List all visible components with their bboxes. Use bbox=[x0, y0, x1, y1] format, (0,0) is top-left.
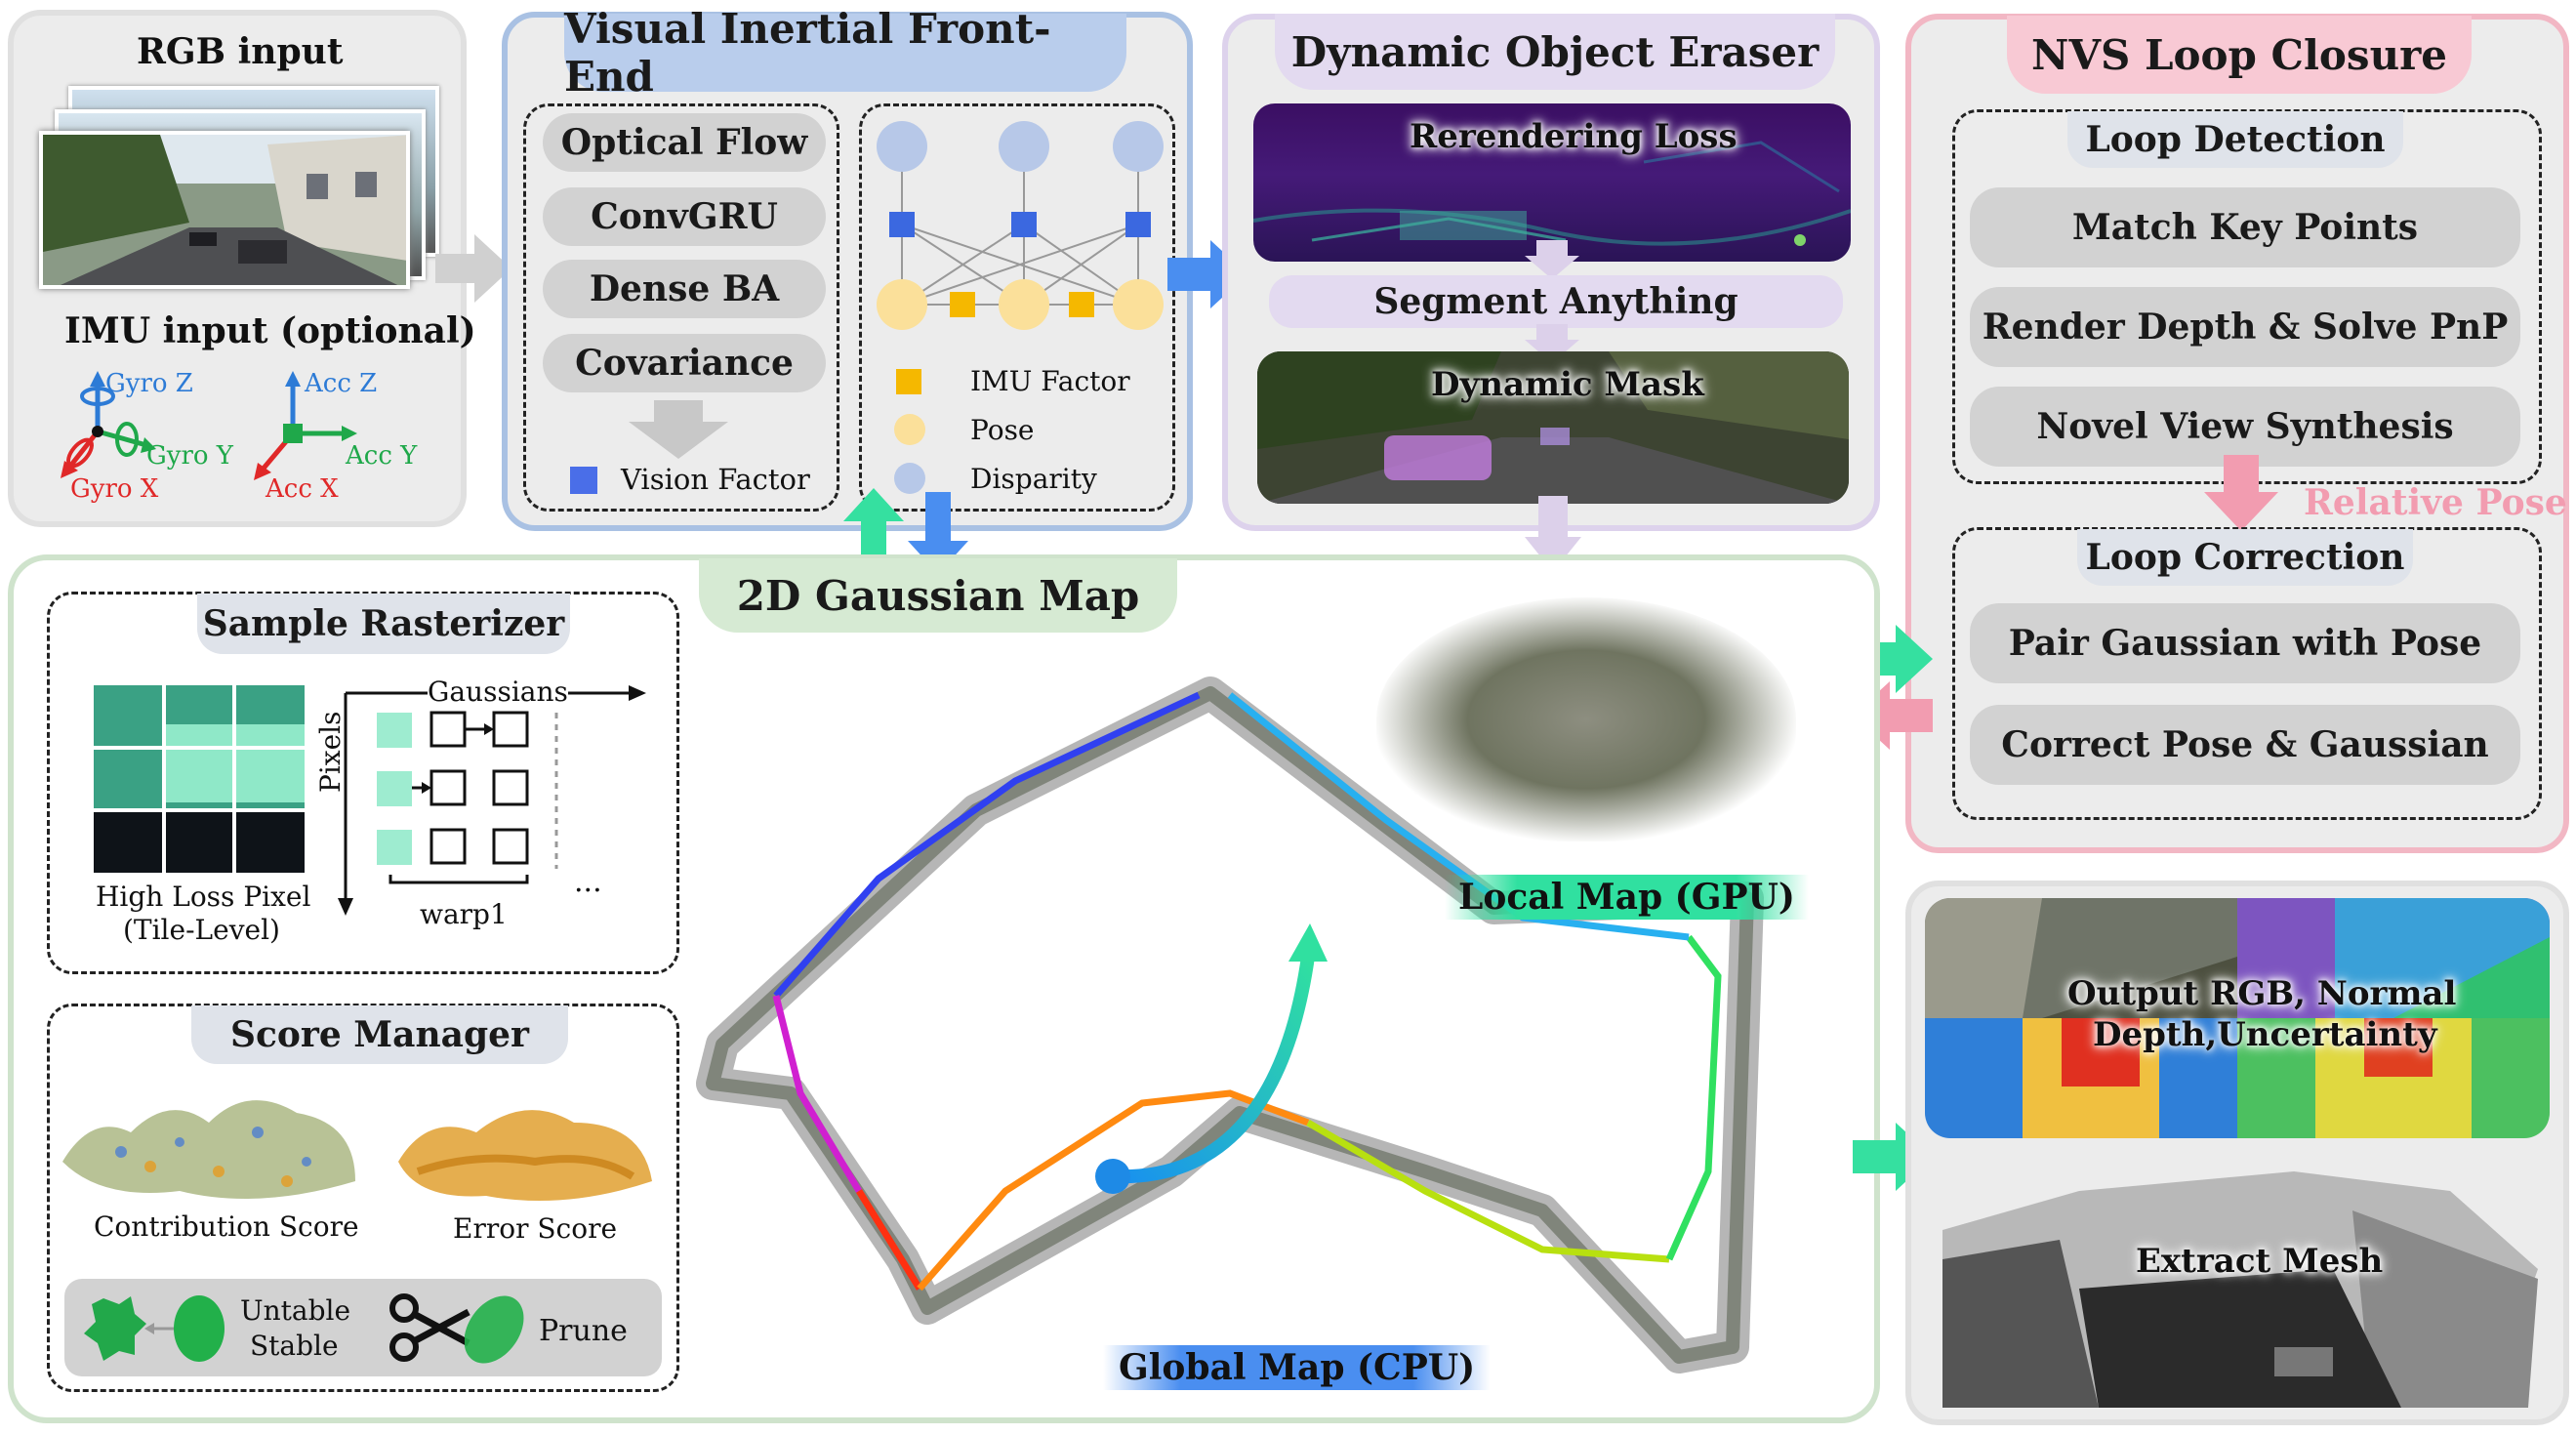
novel-view-synthesis: Novel View Synthesis bbox=[1970, 387, 2520, 467]
map-to-frontend-arrow bbox=[843, 488, 904, 570]
output-depth-label: Depth,Uncertainty bbox=[2093, 1015, 2437, 1054]
high-loss-label-2: (Tile-Level) bbox=[123, 914, 280, 946]
vision-factor-swatch bbox=[570, 467, 597, 494]
warp-label: warp1 bbox=[420, 898, 508, 930]
dynamic-mask-label: Dynamic Mask bbox=[1431, 365, 1704, 404]
global-map-label: Global Map (CPU) bbox=[1103, 1345, 1492, 1390]
output-rgb-normal-label: Output RGB, Normal bbox=[2067, 974, 2457, 1013]
vision-factor-label: Vision Factor bbox=[621, 463, 810, 496]
rgb-input-label: RGB input bbox=[137, 31, 344, 72]
nvs-title: NVS Loop Closure bbox=[2007, 16, 2472, 94]
pruned-gaussian-icon bbox=[465, 1295, 524, 1364]
step-convgru: ConvGRU bbox=[543, 187, 826, 246]
scissors-icon bbox=[389, 1293, 470, 1362]
gyro-z-label: Gyro Z bbox=[105, 369, 193, 398]
pair-gaussian-pose: Pair Gaussian with Pose bbox=[1970, 603, 2520, 683]
high-loss-label-1: High Loss Pixel bbox=[96, 881, 311, 913]
trajectory-map bbox=[696, 676, 1764, 1374]
contribution-score-label: Contribution Score bbox=[94, 1210, 359, 1243]
loop-correction-title: Loop Correction bbox=[2077, 529, 2413, 586]
match-key-points: Match Key Points bbox=[1970, 187, 2520, 267]
frontend-steps-box bbox=[523, 103, 839, 512]
gaussian-map-panel bbox=[8, 554, 1880, 1423]
error-score-label: Error Score bbox=[453, 1212, 618, 1245]
dynamic-mask-image bbox=[1257, 351, 1849, 504]
eraser-to-map-arrow bbox=[1525, 496, 1581, 572]
untable-stable-icon bbox=[84, 1295, 225, 1362]
gaussians-label: Gaussians bbox=[428, 676, 568, 708]
acc-x-label: Acc X bbox=[266, 474, 339, 504]
frontend-to-map-arrow bbox=[908, 492, 968, 574]
prune-label: Prune bbox=[539, 1314, 628, 1348]
disparity-swatch bbox=[894, 463, 925, 494]
rgb-frame-front bbox=[39, 131, 410, 289]
eraser-down-arrow-1 bbox=[1525, 240, 1579, 279]
error-score-cloud bbox=[398, 1110, 652, 1201]
step-dense-ba: Dense BA bbox=[543, 260, 826, 318]
pixels-label: Pixels bbox=[314, 711, 347, 793]
step-optical-flow: Optical Flow bbox=[543, 113, 826, 172]
untable-label: Untable bbox=[240, 1294, 351, 1327]
frontend-title: Visual Inertial Front-End bbox=[564, 5, 1126, 101]
segment-anything-box: Segment Anything bbox=[1269, 275, 1843, 328]
disparity-label: Disparity bbox=[970, 463, 1097, 495]
map-to-nvs-arrow bbox=[1853, 625, 1933, 693]
acc-axes-icon bbox=[254, 371, 357, 480]
eraser-title: Dynamic Object Eraser bbox=[1275, 14, 1835, 90]
covariance-down-arrow bbox=[629, 400, 728, 459]
relative-pose-label: Relative Pose bbox=[2304, 482, 2567, 523]
imu-factor-label: IMU Factor bbox=[970, 365, 1130, 397]
rasterizer-ellipsis: ... bbox=[574, 865, 602, 899]
factor-graph-box bbox=[859, 103, 1175, 512]
gaussian-map-title: 2D Gaussian Map bbox=[699, 558, 1177, 633]
stable-label: Stable bbox=[250, 1330, 339, 1362]
render-depth-pnp: Render Depth & Solve PnP bbox=[1970, 287, 2520, 367]
rerendering-loss-image bbox=[1253, 103, 1851, 262]
imu-factor-swatch bbox=[896, 369, 921, 394]
high-loss-tile-grid bbox=[94, 685, 305, 873]
relative-pose-arrow bbox=[2204, 455, 2278, 531]
rasterizer-box bbox=[47, 592, 679, 974]
acc-y-label: Acc Y bbox=[346, 441, 418, 471]
contribution-score-cloud bbox=[62, 1100, 355, 1199]
gyro-y-label: Gyro Y bbox=[146, 441, 233, 471]
loop-detection-title: Loop Detection bbox=[2067, 111, 2403, 168]
rasterizer-title: Sample Rasterizer bbox=[197, 594, 570, 654]
score-manager-box bbox=[47, 1004, 679, 1392]
extracted-mesh bbox=[1942, 1152, 2538, 1408]
local-map-photo bbox=[1376, 597, 1796, 841]
local-map-label: Local Map (GPU) bbox=[1445, 875, 1809, 920]
score-manager-title: Score Manager bbox=[191, 1005, 568, 1064]
pose-swatch bbox=[894, 414, 925, 445]
loop-correction-box bbox=[1952, 527, 2542, 820]
extract-mesh-label: Extract Mesh bbox=[2136, 1242, 2384, 1281]
gyro-axes-icon bbox=[61, 371, 156, 478]
input-to-frontend-arrow bbox=[435, 234, 511, 303]
eraser-down-arrow-2 bbox=[1525, 324, 1579, 363]
factor-graph bbox=[877, 121, 1164, 330]
gyro-x-label: Gyro X bbox=[70, 474, 159, 504]
rerendering-loss-label: Rerendering Loss bbox=[1410, 117, 1738, 156]
pixel-gaussian-grid bbox=[338, 685, 646, 916]
step-covariance: Covariance bbox=[543, 334, 826, 392]
output-renders bbox=[1925, 898, 2550, 1138]
pose-label: Pose bbox=[970, 414, 1035, 446]
imu-input-label: IMU input (optional) bbox=[64, 310, 476, 351]
correct-pose-gaussian: Correct Pose & Gaussian bbox=[1970, 705, 2520, 785]
acc-z-label: Acc Z bbox=[305, 369, 378, 398]
street-image bbox=[43, 135, 406, 285]
